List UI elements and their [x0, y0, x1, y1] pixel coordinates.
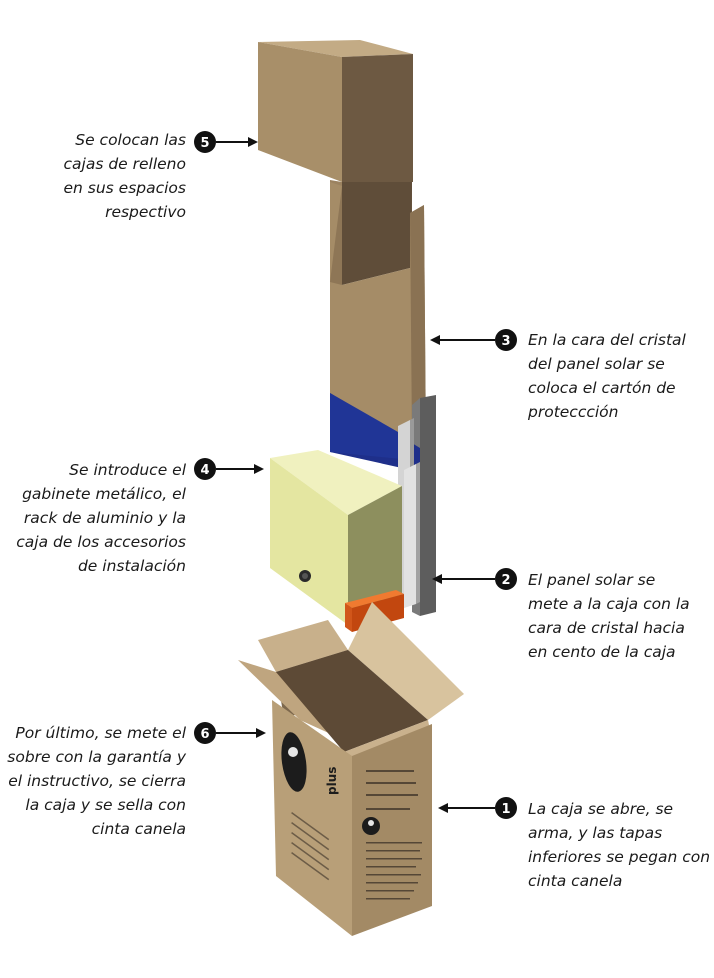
- callout-line: caja de los accesorios: [16, 533, 186, 551]
- callout-3-marker: 3: [430, 329, 517, 351]
- box-brand-text: plus: [325, 767, 339, 795]
- callout-line: El panel solar se: [528, 571, 656, 589]
- callout-line: gabinete metálico, el: [22, 485, 186, 503]
- callout-6-text: Por último, se mete el sobre con la gara…: [7, 721, 186, 841]
- callout-6-marker: 6: [194, 722, 266, 744]
- callout-line: de instalación: [77, 557, 186, 575]
- svg-text:4: 4: [200, 463, 209, 478]
- callout-line: inferiores se pegan con: [528, 848, 711, 866]
- callout-line: En la cara del cristal: [528, 331, 686, 349]
- svg-text:6: 6: [200, 727, 209, 742]
- callout-line: el instructivo, se cierra: [8, 772, 186, 790]
- callout-3-text: En la cara del cristal del panel solar s…: [528, 328, 686, 424]
- svg-text:5: 5: [200, 136, 209, 151]
- callout-line: Se colocan las: [75, 131, 186, 149]
- svg-text:2: 2: [501, 573, 510, 588]
- metal-cabinet: [270, 450, 404, 632]
- callout-line: en sus espacios: [63, 179, 186, 197]
- callout-5-text: Se colocan las cajas de relleno en sus e…: [63, 128, 186, 224]
- callout-line: Por último, se mete el: [15, 724, 186, 742]
- callout-5-marker: 5: [194, 131, 258, 153]
- shipping-box: plus: [238, 602, 464, 936]
- protective-cardboard: [330, 182, 426, 448]
- callout-line: cinta canela: [528, 872, 623, 890]
- callout-line: rack de aluminio y la: [23, 509, 186, 527]
- svg-text:3: 3: [501, 334, 510, 349]
- callout-line: arma, y las tapas: [528, 824, 663, 842]
- callout-line: la caja y se sella con: [25, 796, 186, 814]
- callout-line: cajas de relleno: [63, 155, 187, 173]
- callout-line: sobre con la garantía y: [7, 748, 186, 766]
- callout-line: Se introduce el: [69, 461, 186, 479]
- callout-1-text: La caja se abre, se arma, y las tapas in…: [528, 797, 710, 893]
- callout-2-text: El panel solar se mete a la caja con la …: [528, 568, 690, 664]
- callout-line: proteccción: [528, 403, 619, 421]
- callout-4-text: Se introduce el gabinete metálico, el ra…: [16, 458, 186, 578]
- callout-line: cara de cristal hacia: [528, 619, 685, 637]
- callout-line: cinta canela: [91, 820, 186, 838]
- callout-line: mete a la caja con la: [528, 595, 690, 613]
- callout-line: en cento de la caja: [528, 643, 676, 661]
- callout-4-marker: 4: [194, 458, 264, 480]
- callout-2-marker: 2: [432, 568, 517, 590]
- solar-panel: [330, 393, 436, 616]
- callout-1-marker: 1: [438, 797, 517, 819]
- callout-line: coloca el cartón de: [528, 379, 676, 397]
- callout-line: respectivo: [105, 203, 186, 221]
- callout-line: La caja se abre, se: [528, 800, 674, 818]
- svg-text:1: 1: [501, 802, 510, 817]
- callout-line: del panel solar se: [528, 355, 665, 373]
